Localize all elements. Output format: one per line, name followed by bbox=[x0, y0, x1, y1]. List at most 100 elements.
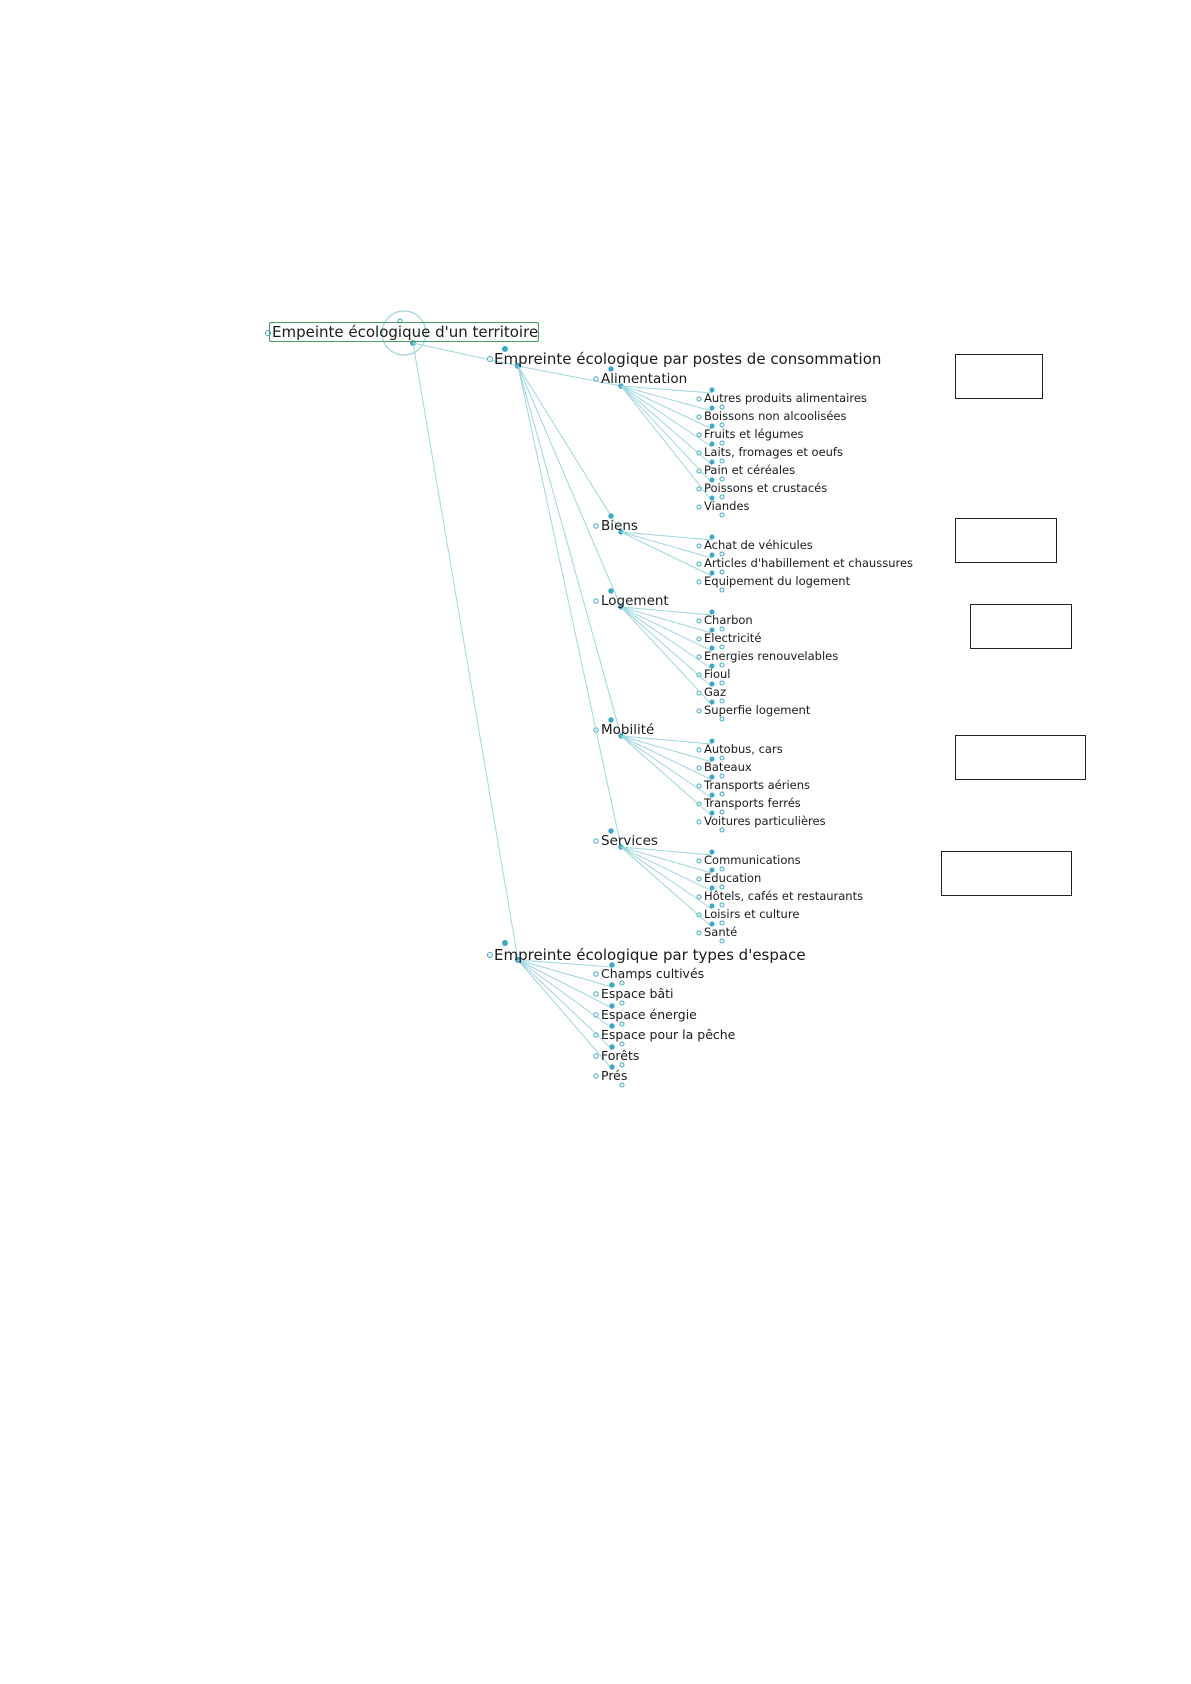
leaf-node[interactable]: Viandes bbox=[704, 499, 750, 513]
connector-line bbox=[620, 385, 713, 412]
node-marker bbox=[719, 773, 725, 779]
leaf-node[interactable]: Santé bbox=[704, 925, 738, 939]
leaf-node[interactable]: Hôtels, cafés et restaurants bbox=[704, 889, 864, 903]
leaf-node[interactable]: Espace énergie bbox=[601, 1007, 697, 1022]
node-marker bbox=[696, 876, 702, 882]
leaf-node[interactable]: Communications bbox=[704, 853, 801, 867]
leaf-node[interactable]: Equipement du logement bbox=[704, 574, 851, 588]
node-marker bbox=[719, 809, 725, 815]
node-marker bbox=[719, 920, 725, 926]
connector-line bbox=[517, 365, 622, 387]
leaf-node[interactable]: Superfie logement bbox=[704, 703, 811, 717]
leaf-node[interactable]: Transports aériens bbox=[704, 778, 811, 792]
empty-box bbox=[970, 604, 1072, 649]
node-marker bbox=[709, 738, 715, 744]
node-marker bbox=[719, 626, 725, 632]
node-marker bbox=[487, 356, 493, 362]
connector-line bbox=[620, 385, 713, 394]
leaf-node[interactable]: Transports ferrés bbox=[704, 796, 801, 810]
node-marker bbox=[696, 858, 702, 864]
leaf-node[interactable]: Bateaux bbox=[704, 760, 752, 774]
node-marker bbox=[593, 971, 599, 977]
leaf-node[interactable]: Pain et céréales bbox=[704, 463, 796, 477]
connector-line bbox=[620, 846, 713, 892]
connector-line bbox=[620, 735, 713, 799]
connector-line bbox=[620, 385, 713, 484]
node-marker bbox=[709, 477, 715, 483]
connector-line bbox=[620, 531, 713, 577]
leaf-node[interactable]: Espace bâti bbox=[601, 986, 674, 1001]
node-marker bbox=[709, 423, 715, 429]
leaf-node[interactable]: Boissons non alcoolisées bbox=[704, 409, 847, 423]
leaf-node[interactable]: Champs cultivés bbox=[601, 966, 705, 981]
node-marker bbox=[719, 662, 725, 668]
leaf-node[interactable]: Energies renouvelables bbox=[704, 649, 839, 663]
node-marker bbox=[709, 387, 715, 393]
node-marker bbox=[709, 792, 715, 798]
connector-line bbox=[620, 606, 713, 652]
node-marker bbox=[696, 618, 702, 624]
node-marker bbox=[709, 570, 715, 576]
node-marker bbox=[593, 376, 599, 382]
leaf-node[interactable]: Espace pour la pêche bbox=[601, 1027, 736, 1042]
leaf-node[interactable]: Prés bbox=[601, 1068, 628, 1083]
leaf-node[interactable]: Voitures particulières bbox=[704, 814, 826, 828]
node-marker bbox=[696, 747, 702, 753]
leaf-node[interactable]: Laits, fromages et oeufs bbox=[704, 445, 843, 459]
node-marker bbox=[719, 866, 725, 872]
node-marker bbox=[619, 1000, 625, 1006]
node-marker bbox=[696, 783, 702, 789]
node-marker bbox=[719, 755, 725, 761]
node-marker bbox=[709, 921, 715, 927]
node-marker bbox=[619, 1021, 625, 1027]
node-marker bbox=[696, 432, 702, 438]
node-marker bbox=[608, 717, 614, 723]
leaf-node[interactable]: Charbon bbox=[704, 613, 753, 627]
node-marker bbox=[608, 588, 614, 594]
node-marker bbox=[709, 495, 715, 501]
leaf-node[interactable]: Education bbox=[704, 871, 762, 885]
connector-line bbox=[620, 846, 713, 874]
connector-line bbox=[517, 959, 613, 1029]
node-marker bbox=[719, 902, 725, 908]
leaf-node[interactable]: Articles d'habillement et chaussures bbox=[704, 556, 914, 570]
node-marker bbox=[719, 827, 725, 833]
leaf-node[interactable]: Electricité bbox=[704, 631, 762, 645]
node-marker bbox=[619, 980, 625, 986]
node-marker bbox=[719, 791, 725, 797]
group-logement[interactable]: Logement bbox=[601, 593, 669, 609]
node-marker bbox=[709, 756, 715, 762]
leaf-node[interactable]: Poissons et crustacés bbox=[704, 481, 828, 495]
node-marker bbox=[719, 404, 725, 410]
empty-box bbox=[941, 851, 1072, 896]
node-marker bbox=[709, 810, 715, 816]
branch-types-espace[interactable]: Empreinte écologique par types d'espace bbox=[494, 946, 806, 964]
group-alimentation[interactable]: Alimentation bbox=[601, 371, 688, 387]
root-node-box[interactable] bbox=[269, 322, 539, 342]
node-marker bbox=[696, 543, 702, 549]
leaf-node[interactable]: Fruits et légumes bbox=[704, 427, 804, 441]
connector-line bbox=[620, 735, 713, 745]
leaf-node[interactable]: Autobus, cars bbox=[704, 742, 783, 756]
group-biens[interactable]: Biens bbox=[601, 518, 638, 534]
node-marker bbox=[608, 828, 614, 834]
leaf-node[interactable]: Gaz bbox=[704, 685, 726, 699]
leaf-node[interactable]: Forêts bbox=[601, 1048, 640, 1063]
connector-line bbox=[620, 385, 713, 448]
leaf-node[interactable]: Fioul bbox=[704, 667, 731, 681]
node-marker bbox=[593, 598, 599, 604]
group-mobilite[interactable]: Mobilité bbox=[601, 722, 655, 738]
connector-line bbox=[620, 735, 713, 763]
connector-line bbox=[517, 959, 613, 1070]
connector-line bbox=[620, 531, 713, 559]
leaf-node[interactable]: Achat de véhicules bbox=[704, 538, 813, 552]
leaf-node[interactable]: Loisirs et culture bbox=[704, 907, 800, 921]
leaf-node[interactable]: Autres produits alimentaires bbox=[704, 391, 867, 405]
connector-line bbox=[517, 959, 613, 1050]
node-marker bbox=[696, 486, 702, 492]
node-marker bbox=[696, 930, 702, 936]
branch-consommation[interactable]: Empreinte écologique par postes de conso… bbox=[494, 350, 882, 368]
node-marker bbox=[696, 765, 702, 771]
group-services[interactable]: Services bbox=[601, 833, 658, 849]
